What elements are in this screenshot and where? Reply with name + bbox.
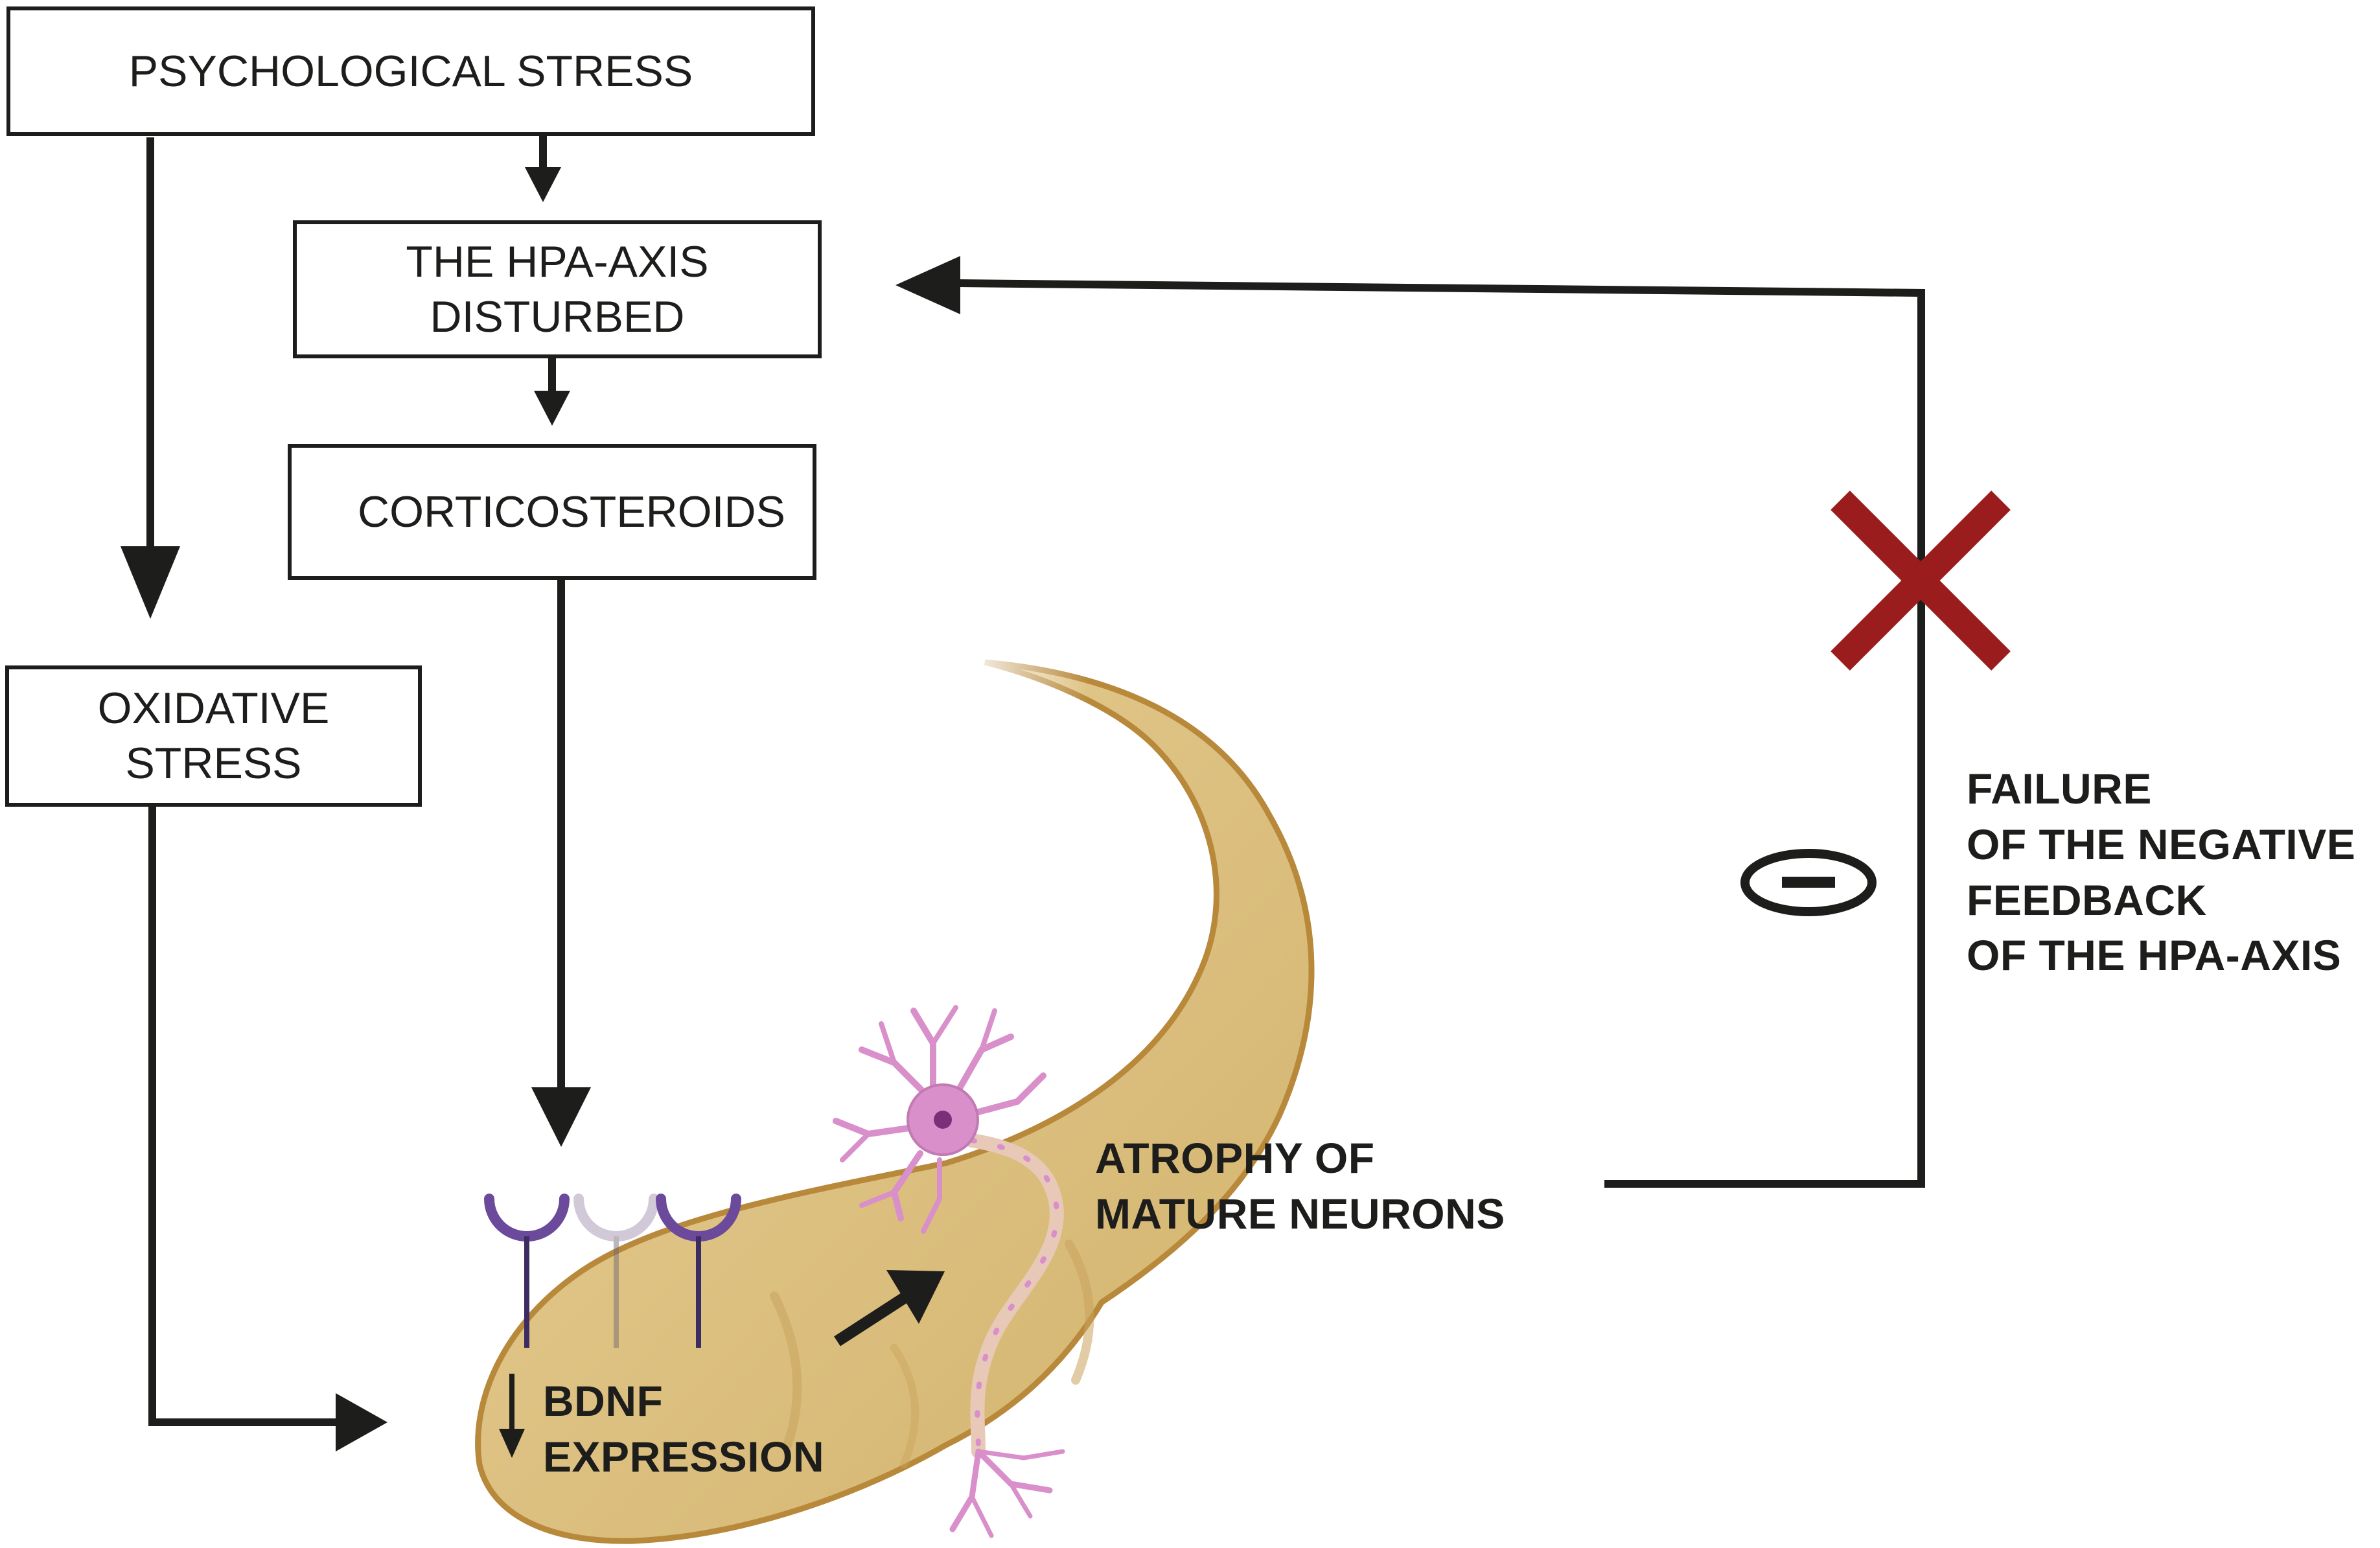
receptor-icon <box>484 1194 570 1348</box>
receptor-icon <box>656 1194 741 1348</box>
minus-circle-icon <box>1740 849 1877 916</box>
atrophy-label: ATROPHY OF MATURE NEURONS <box>1095 1131 1505 1242</box>
arrowhead-icon <box>525 167 561 202</box>
atrophy-line-1: ATROPHY OF <box>1095 1134 1375 1182</box>
receptors <box>484 1194 741 1348</box>
red-x-icon <box>1831 491 2011 671</box>
oxidative-stress-line-2: STRESS <box>125 739 302 788</box>
receptor-faded-icon <box>573 1194 659 1348</box>
decrease-arrow-icon <box>499 1374 525 1458</box>
arrowhead-icon <box>531 1087 591 1147</box>
diagonal-arrow-icon <box>834 1270 945 1346</box>
oxidative-stress-line-1: OXIDATIVE <box>97 684 330 733</box>
corticosteroids-label: CORTICOSTEROIDS <box>358 487 785 537</box>
oxidative-stress-box: OXIDATIVE STRESS <box>5 665 422 807</box>
atrophy-line-2: MATURE NEURONS <box>1095 1189 1505 1238</box>
hippocampus-shape <box>475 648 1315 1544</box>
psychological-stress-label: PSYCHOLOGICAL STRESS <box>128 46 693 96</box>
flow-lines <box>146 135 1925 1426</box>
bdnf-line-2: EXPRESSION <box>543 1432 825 1481</box>
hpa-axis-line-2: DISTURBED <box>430 292 685 341</box>
bdnf-expression-label: BDNF EXPRESSION <box>543 1374 824 1485</box>
arrowheads <box>121 167 960 1451</box>
feedback-line-2: OF THE NEGATIVE <box>1967 820 2356 868</box>
feedback-line-4: OF THE HPA-AXIS <box>1967 931 2342 980</box>
feedback-line-1: FAILURE <box>1967 765 2152 813</box>
corticosteroids-box: CORTICOSTEROIDS <box>288 444 816 580</box>
hpa-axis-line-1: THE HPA-AXIS <box>406 237 709 286</box>
neuron-icon <box>833 1005 1065 1538</box>
arrowhead-icon <box>336 1393 387 1451</box>
neuron-soma-icon <box>907 1083 979 1156</box>
arrowhead-icon <box>895 256 960 314</box>
feedback-line-3: FEEDBACK <box>1967 875 2207 924</box>
psychological-stress-box: PSYCHOLOGICAL STRESS <box>6 6 815 136</box>
hpa-axis-disturbed-box: THE HPA-AXIS DISTURBED <box>293 220 822 358</box>
arrowhead-icon <box>534 391 570 426</box>
arrowhead-icon <box>121 546 180 619</box>
bdnf-line-1: BDNF <box>543 1377 664 1425</box>
feedback-failure-label: FAILURE OF THE NEGATIVE FEEDBACK OF THE … <box>1967 761 2355 984</box>
